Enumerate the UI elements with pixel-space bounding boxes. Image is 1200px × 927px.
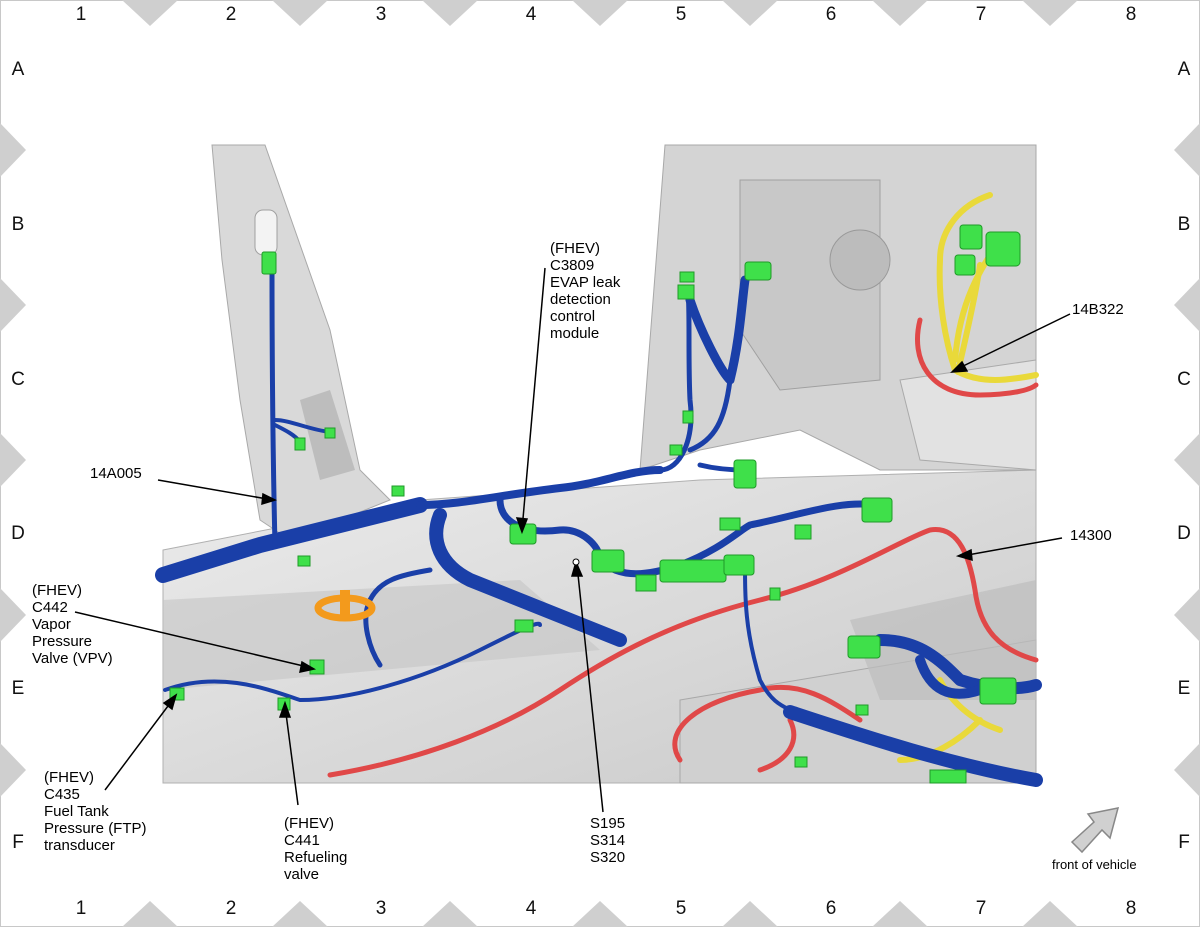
part-number-14300: 14300 [1070, 527, 1112, 544]
callout-c435: (FHEV) C435 Fuel Tank Pressure (FTP) tra… [44, 769, 147, 854]
grid-col-3-bottom: 3 [375, 898, 387, 919]
grommet [314, 590, 376, 622]
right-border-markers [1174, 123, 1200, 797]
grid-col-7-bottom: 7 [975, 898, 987, 919]
grid-col-1-top: 1 [75, 4, 87, 25]
grid-row-a-right: A [1177, 59, 1191, 80]
callout-splices: S195 S314 S320 [590, 815, 626, 866]
grid-col-4-top: 4 [525, 4, 537, 25]
grid-row-f-left: F [12, 832, 24, 853]
grid-col-7-top: 7 [975, 4, 987, 25]
grid-row-b-left: B [11, 214, 25, 235]
left-border-markers [0, 123, 26, 797]
grid-row-d-right: D [1177, 523, 1191, 544]
grid-col-1-bottom: 1 [75, 898, 87, 919]
grid-row-e-left: E [11, 678, 25, 699]
grid-row-e-right: E [1177, 678, 1191, 699]
grid-row-f-right: F [1178, 832, 1190, 853]
vehicle-body [162, 144, 1037, 784]
harness-14A005 [155, 262, 1043, 787]
grid-row-d-left: D [11, 523, 25, 544]
leader-lines [74, 267, 1071, 813]
grid-row-a-left: A [11, 59, 25, 80]
grid-col-6-top: 6 [825, 4, 837, 25]
grid-row-b-right: B [1177, 214, 1191, 235]
callout-c3809: (FHEV) C3809 EVAP leak detection control… [550, 240, 621, 342]
grid-col-8-bottom: 8 [1125, 898, 1137, 919]
grid-col-3-top: 3 [375, 4, 387, 25]
grid-col-5-bottom: 5 [675, 898, 687, 919]
grid-col-4-bottom: 4 [525, 898, 537, 919]
grid-row-c-left: C [11, 369, 25, 390]
front-of-vehicle-label: front of vehicle [1052, 857, 1137, 872]
part-number-14a005: 14A005 [90, 465, 142, 482]
grid-col-8-top: 8 [1125, 4, 1137, 25]
part-number-14b322: 14B322 [1072, 301, 1124, 318]
grid-col-6-bottom: 6 [825, 898, 837, 919]
callout-c442: (FHEV) C442 Vapor Pressure Valve (VPV) [32, 582, 113, 667]
grid-row-c-right: C [1177, 369, 1191, 390]
grid-col-5-top: 5 [675, 4, 687, 25]
harness-14300 [327, 317, 1039, 778]
callout-c441: (FHEV) C441 Refueling valve [284, 815, 348, 883]
splice-point [572, 558, 580, 566]
top-border-markers [122, 0, 1078, 26]
bottom-border-markers [122, 901, 1078, 927]
front-arrow-icon [1070, 807, 1120, 854]
grid-col-2-bottom: 2 [225, 898, 237, 919]
grid-col-2-top: 2 [225, 4, 237, 25]
